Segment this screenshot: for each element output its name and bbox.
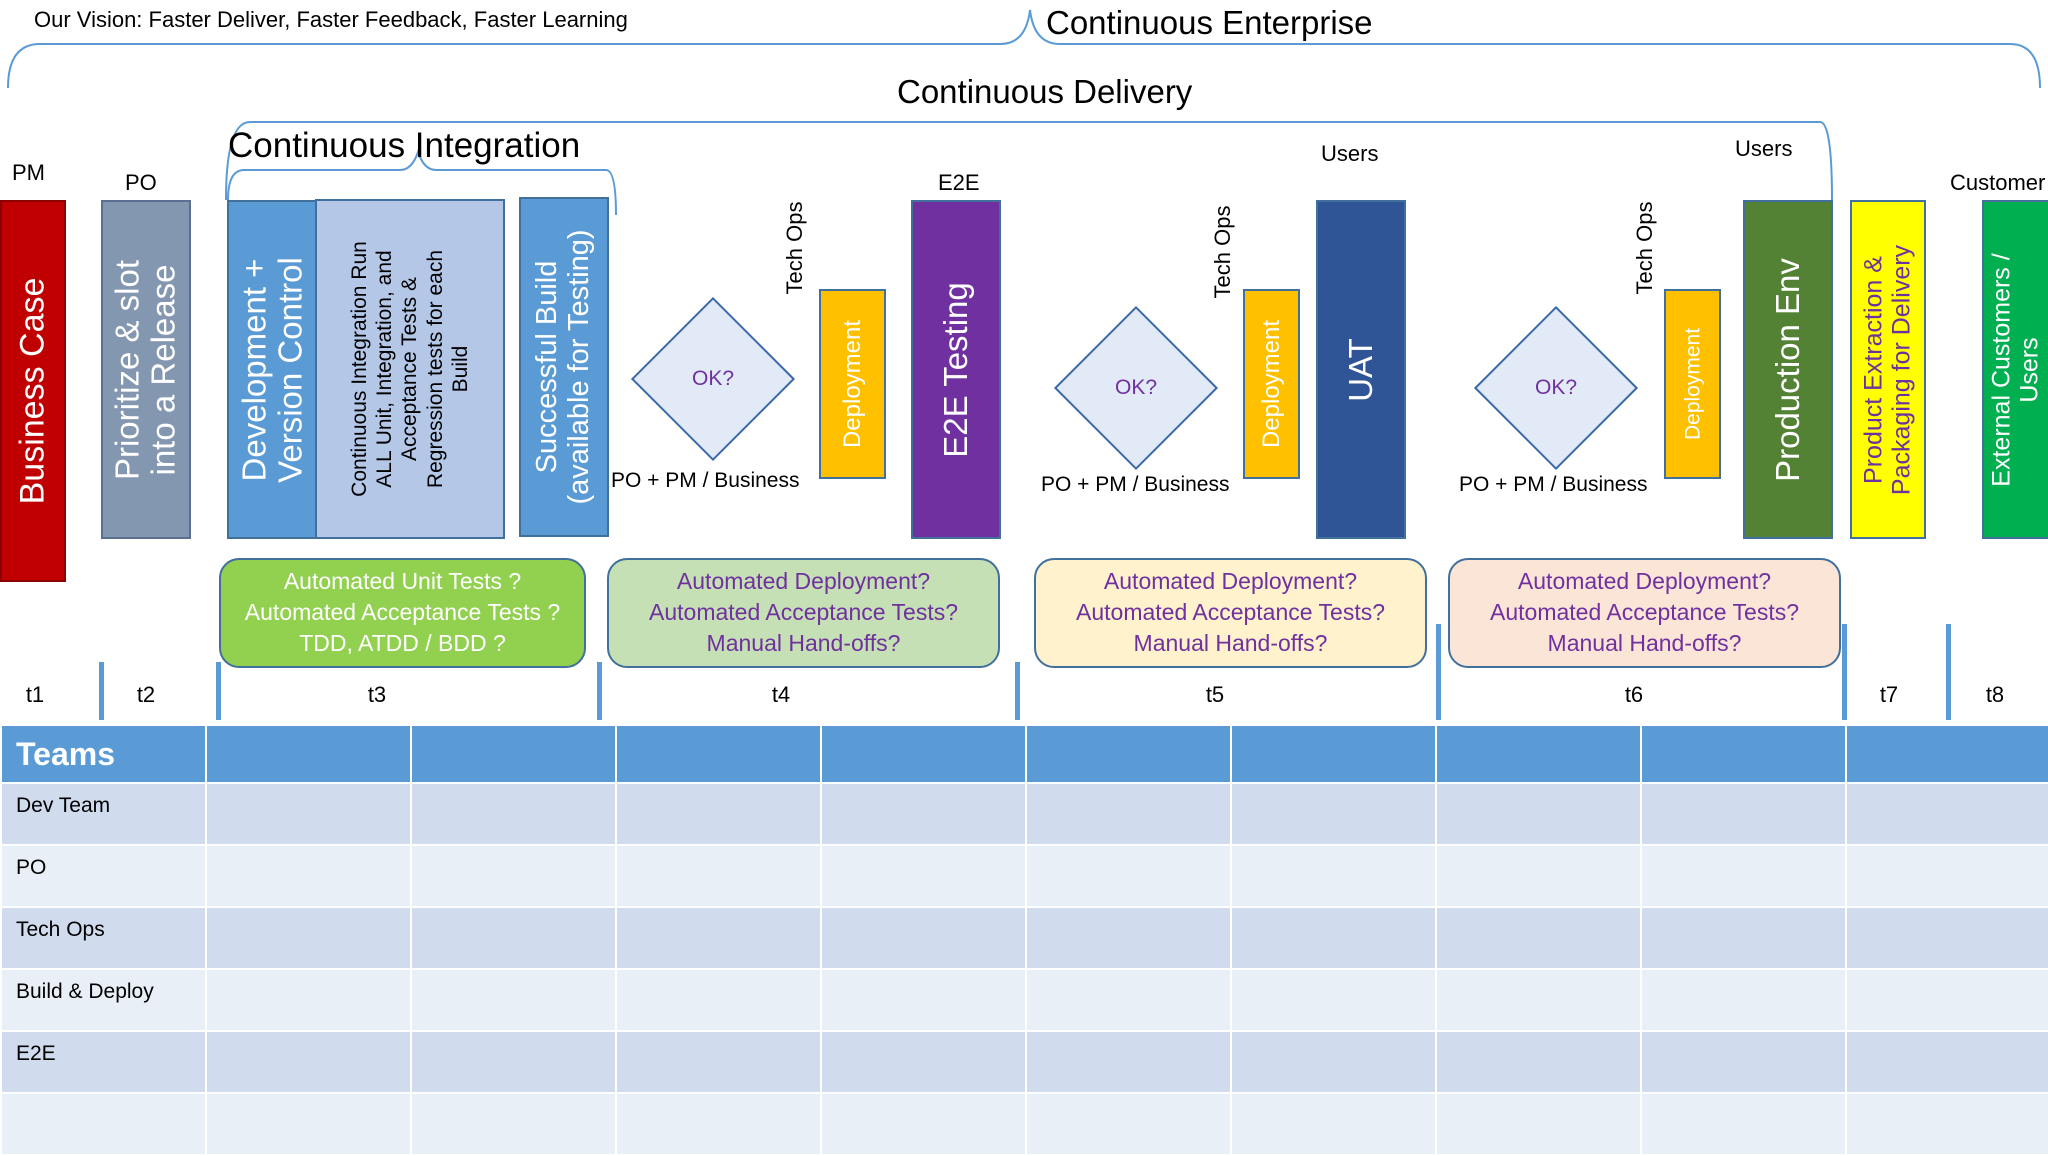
question-box-1: Automated Unit Tests ? Automated Accepta… [219, 558, 586, 668]
role-users-1: Users [1321, 141, 1379, 166]
timeline-divider [1015, 662, 1020, 720]
table-row: Dev Team [0, 782, 2048, 846]
timeline-divider [99, 662, 104, 720]
role-e2e: E2E [938, 170, 980, 195]
continuous-delivery-title: Continuous Delivery [897, 73, 1193, 110]
role-users-2: Users [1735, 136, 1793, 161]
enterprise-brace [7, 9, 2041, 89]
timeline-label-t6: t6 [1624, 682, 1644, 707]
business-case-box: Business Case [0, 200, 66, 582]
timeline-label-t5: t5 [1205, 682, 1225, 707]
timeline-label-t3: t3 [367, 682, 387, 707]
team-label-po: PO [0, 844, 207, 908]
brace-lines [7, 9, 2041, 216]
successful-build-box: Successful Build (available for Testing) [519, 197, 609, 537]
external-customers-box: External Customers / Users [1982, 200, 2048, 539]
timeline-label-t8: t8 [1985, 682, 2005, 707]
timeline-label-t4: t4 [771, 682, 791, 707]
teams-header: Teams [0, 724, 207, 784]
deployment-box-3: Deployment [1664, 289, 1721, 479]
tech-ops-label-1: Tech Ops [781, 201, 807, 295]
continuous-enterprise-title: Continuous Enterprise [1046, 4, 1373, 41]
deployment-box-1: Deployment [819, 289, 886, 479]
team-label-tech-ops: Tech Ops [0, 906, 207, 970]
teams-table: Teams Dev Team PO Tech Ops Build & Deplo… [0, 724, 2048, 1156]
timeline-divider [216, 662, 221, 720]
integration-brace [227, 148, 617, 216]
table-row: Build & Deploy [0, 968, 2048, 1032]
team-label-e2e: E2E [0, 1030, 207, 1094]
timeline-label-t7: t7 [1879, 682, 1899, 707]
po-pm-business-1: PO + PM / Business [611, 469, 800, 492]
po-pm-business-3: PO + PM / Business [1459, 473, 1648, 496]
development-box: Development + Version Control [227, 200, 319, 539]
table-row: E2E [0, 1030, 2048, 1094]
timeline-divider [1436, 624, 1441, 720]
e2e-testing-box: E2E Testing [911, 200, 1001, 539]
continuous-integration-box: Continuous Integration Run ALL Unit, Int… [315, 199, 505, 539]
tech-ops-label-3: Tech Ops [1631, 201, 1657, 295]
tech-ops-label-2: Tech Ops [1209, 205, 1235, 299]
teams-header-row: Teams [0, 724, 2048, 784]
vision-text: Our Vision: Faster Deliver, Faster Feedb… [34, 7, 628, 32]
timeline-divider [597, 662, 602, 720]
ok-label-1: OK? [691, 367, 735, 390]
timeline-label-t1: t1 [25, 682, 45, 707]
table-row [0, 1092, 2048, 1156]
production-env-box: Production Env [1743, 200, 1833, 539]
timeline-divider [1842, 624, 1847, 720]
question-box-3: Automated Deployment? Automated Acceptan… [1034, 558, 1427, 668]
team-label-build-deploy: Build & Deploy [0, 968, 207, 1032]
team-label-dev-team: Dev Team [0, 782, 207, 846]
continuous-integration-title: Continuous Integration [228, 126, 581, 165]
po-pm-business-2: PO + PM / Business [1041, 473, 1230, 496]
delivery-brace [225, 121, 1833, 201]
role-pm: PM [12, 160, 45, 185]
product-extraction-box: Product Extraction & Packaging for Deliv… [1850, 200, 1926, 539]
table-row: Tech Ops [0, 906, 2048, 970]
uat-box: UAT [1316, 200, 1406, 539]
question-box-4: Automated Deployment? Automated Acceptan… [1448, 558, 1841, 668]
timeline-divider [1946, 624, 1951, 720]
role-po: PO [125, 170, 157, 195]
team-label-empty [0, 1092, 207, 1156]
role-customer: Customer [1950, 170, 2046, 195]
prioritize-box: Prioritize & slot into a Release [101, 200, 191, 539]
ok-label-2: OK? [1114, 376, 1158, 399]
question-box-2: Automated Deployment? Automated Acceptan… [607, 558, 1000, 668]
timeline-label-t2: t2 [136, 682, 156, 707]
table-row: PO [0, 844, 2048, 908]
ok-label-3: OK? [1534, 376, 1578, 399]
deployment-box-2: Deployment [1243, 289, 1300, 479]
